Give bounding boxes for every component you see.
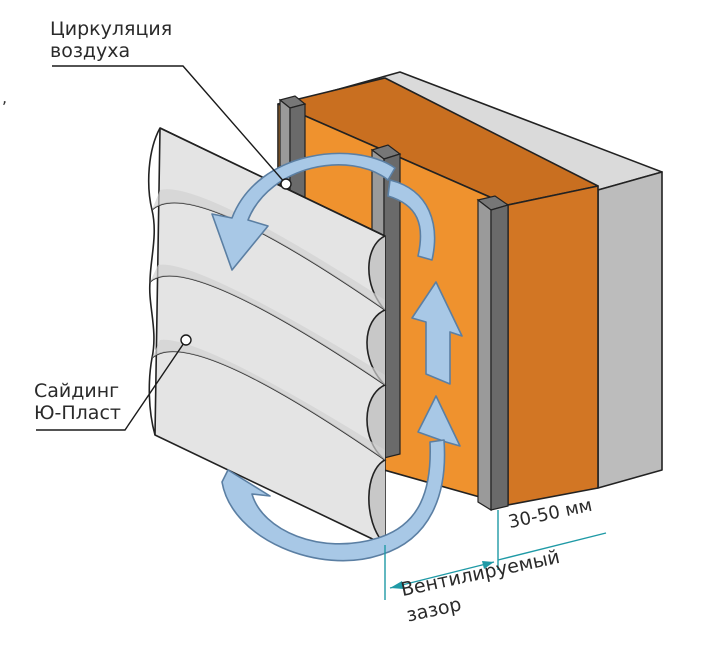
size-dimension-line [497,532,607,561]
leader-air-dot [280,178,292,190]
leader-lines [36,65,292,431]
leader-air [52,65,287,185]
circulation-arrow-bottom [221,439,446,562]
siding-line1: Сайдинг [34,380,120,402]
circulation-arrows [211,152,446,562]
up-arrow-right-curve [387,179,436,261]
air-circulation-label: Циркуляция воздуха [50,18,172,62]
circulation-arrow-top [211,152,396,271]
up-arrow-top [411,281,463,385]
upward-arrows [387,179,463,447]
air-circulation-line2: воздуха [50,40,131,62]
siding-label: Сайдинг Ю-Пласт [34,380,121,424]
stray-mark: , [2,88,8,107]
leader-siding [36,339,187,431]
rail-front [476,195,510,512]
siding-line2: Ю-Пласт [34,402,121,424]
siding-panels [147,127,387,546]
air-circulation-line1: Циркуляция [50,18,173,40]
leader-siding-dot [180,334,192,346]
gap-dimension-line [389,561,495,589]
up-arrow-lower-head [417,395,461,447]
dimension-lines [384,510,607,600]
